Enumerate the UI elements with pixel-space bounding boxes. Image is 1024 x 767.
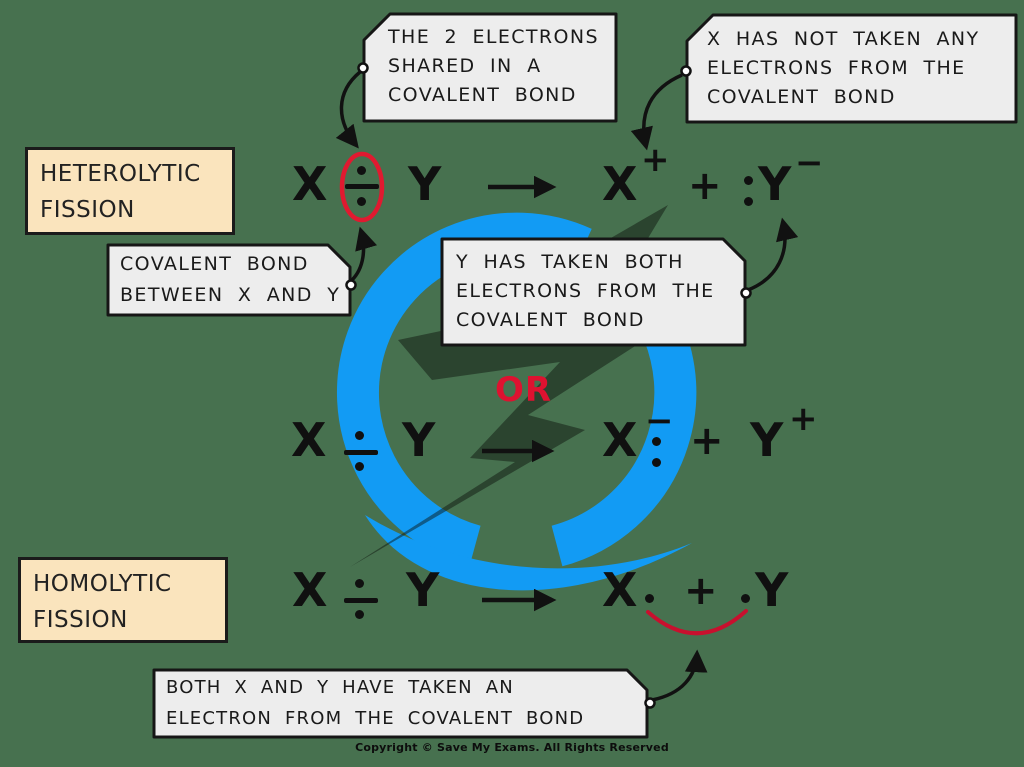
callout-tag-shape xyxy=(152,668,649,739)
heterolytic-fission-label: HETEROLYTIC FISSION xyxy=(25,147,235,235)
callout-x-not-taken: X HAS NOT TAKEN ANY ELECTRONS FROM THE C… xyxy=(685,13,1018,124)
lone-pair-dot xyxy=(744,197,753,206)
radical-electron-dot xyxy=(741,594,750,603)
product-y-anion: Y xyxy=(758,157,792,211)
callout-tag-shape xyxy=(362,12,618,123)
electron-dot xyxy=(357,166,366,175)
connector-arrow xyxy=(630,73,683,151)
copyright-text: Copyright © Save My Exams. All Rights Re… xyxy=(355,741,669,754)
lone-pair-dot xyxy=(652,437,661,446)
plus-charge: + xyxy=(789,399,818,439)
callout-text: Y HAS TAKEN BOTH ELECTRONS FROM THE COVA… xyxy=(456,251,715,331)
reactant-y: Y xyxy=(408,157,442,211)
callout-text: COVALENT BOND BETWEEN X AND Y xyxy=(120,253,341,306)
callout-text: THE 2 ELECTRONS SHARED IN A COVALENT BON… xyxy=(388,26,599,106)
product-x-anion: X xyxy=(602,413,638,467)
callout-text: BOTH X AND Y HAVE TAKEN AN ELECTRON FROM… xyxy=(166,677,585,729)
radical-electron-dot xyxy=(645,594,654,603)
callout-text: X HAS NOT TAKEN ANY ELECTRONS FROM THE C… xyxy=(707,28,980,108)
lone-pair-dot xyxy=(744,176,753,185)
callout-both-taken: BOTH X AND Y HAVE TAKEN AN ELECTRON FROM… xyxy=(152,668,649,739)
product-y-radical: Y xyxy=(755,563,789,617)
plus-operator: + xyxy=(690,418,724,464)
callout-electrons-shared: THE 2 ELECTRONS SHARED IN A COVALENT BON… xyxy=(362,12,618,123)
electron-dot xyxy=(357,197,366,206)
reactant-x: X xyxy=(292,157,328,211)
reactant-y: Y xyxy=(402,413,436,467)
callout-y-taken-both: Y HAS TAKEN BOTH ELECTRONS FROM THE COVA… xyxy=(440,237,747,347)
red-arc-annotation xyxy=(646,609,748,636)
reactant-x: X xyxy=(292,563,328,617)
connector-arrow xyxy=(747,217,799,292)
minus-charge: − xyxy=(645,401,674,441)
product-x-radical: X xyxy=(602,563,638,617)
homolytic-fission-label: HOMOLYTIC FISSION xyxy=(18,557,228,643)
reactant-x: X xyxy=(291,413,327,467)
callout-tag-shape xyxy=(685,13,1018,124)
connector-arrow xyxy=(335,70,362,149)
callout-covalent-bond: COVALENT BOND BETWEEN X AND Y xyxy=(106,243,352,317)
plus-operator: + xyxy=(684,568,718,614)
electron-dot xyxy=(355,579,364,588)
electron-dot xyxy=(355,462,364,471)
covalent-bond-symbol xyxy=(344,450,378,455)
covalent-bond-symbol xyxy=(344,598,378,603)
product-y-cation: Y xyxy=(750,413,784,467)
connector-arrow xyxy=(651,649,708,702)
connector-arrow xyxy=(350,226,378,282)
product-x-cation: X xyxy=(602,157,638,211)
covalent-bond-symbol xyxy=(345,184,379,189)
reactant-y: Y xyxy=(406,563,440,617)
electron-dot xyxy=(355,610,364,619)
lone-pair-dot xyxy=(652,458,661,467)
plus-charge: + xyxy=(641,140,670,180)
minus-charge: − xyxy=(795,143,824,183)
electron-dot xyxy=(355,431,364,440)
plus-operator: + xyxy=(688,163,722,209)
or-label: OR xyxy=(495,370,553,410)
